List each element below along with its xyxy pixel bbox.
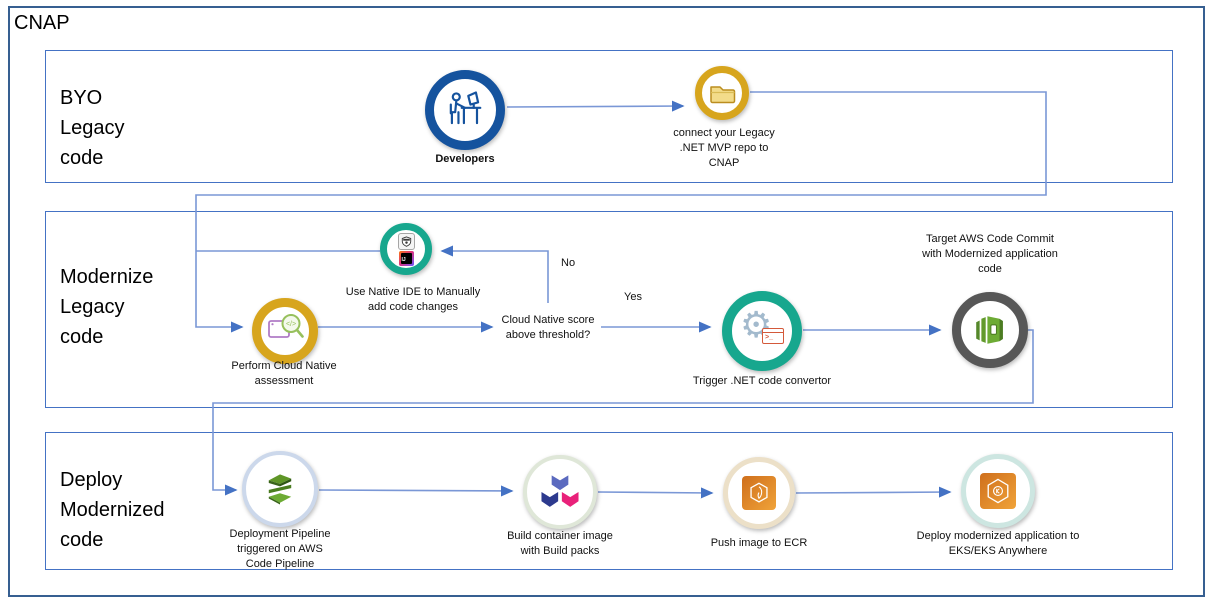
green-layers-pipeline-icon xyxy=(268,474,292,505)
codecommit-label: Target AWS Code Commit with Modernized a… xyxy=(922,233,1058,275)
eks-label: Deploy modernized application to EKS/EKS… xyxy=(916,530,1080,557)
connect-repo-node xyxy=(695,66,749,120)
buildpacks-icon xyxy=(541,475,579,507)
folder-icon xyxy=(710,86,736,104)
codecommit-node xyxy=(952,292,1028,368)
aws-ecr-icon xyxy=(742,476,776,510)
ecr-node xyxy=(723,457,795,529)
developers-label: Developers xyxy=(435,153,495,165)
row-byo-legacy-code xyxy=(45,50,1173,183)
native-ide-label: Use Native IDE to Manually add code chan… xyxy=(345,286,481,313)
trigger-convertor-node: ⚙ >_ xyxy=(722,291,802,371)
connect-repo-label: connect your Legacy .NET MVP repo to CNA… xyxy=(673,127,775,169)
developers-node xyxy=(425,70,505,150)
buildpacks-label: Build container image with Build packs xyxy=(507,530,613,557)
cnap-outer-box xyxy=(8,6,1205,597)
decision-no-label: No xyxy=(561,257,576,269)
pipeline-label: Deployment Pipeline triggered on AWS Cod… xyxy=(229,528,331,570)
developer-at-desk-icon xyxy=(449,91,482,125)
buildpacks-node xyxy=(523,455,597,529)
pipeline-node xyxy=(242,451,318,527)
native-ide-node: IJ xyxy=(380,223,432,275)
eks-node xyxy=(961,454,1035,528)
decision-question: Cloud Native score above threshold? xyxy=(501,314,595,341)
row-label-modernize: Modernize Legacy code xyxy=(60,266,154,348)
shield-badge-icon xyxy=(397,232,415,250)
svg-text:</>: </> xyxy=(286,321,296,328)
intellij-icon: IJ xyxy=(398,250,414,266)
gear-terminal-icon: ⚙ >_ xyxy=(733,302,791,360)
aws-eks-icon xyxy=(980,473,1016,509)
decision-yes-label: Yes xyxy=(624,291,642,303)
diagram-title: CNAP xyxy=(14,12,70,34)
terminal-icon: >_ xyxy=(762,328,784,344)
row-label-byo: BYO Legacy code xyxy=(60,87,125,169)
trigger-convertor-label: Trigger .NET code convertor xyxy=(692,375,832,387)
assessment-label: Perform Cloud Native assessment xyxy=(231,360,337,387)
row-label-deploy: Deploy Modernized code xyxy=(60,469,165,551)
assessment-node: </> xyxy=(252,298,318,364)
aws-codecommit-icon xyxy=(976,316,1003,344)
ecr-label: Push image to ECR xyxy=(710,537,808,549)
code-assessment-magnifier-icon: </> xyxy=(268,314,304,338)
